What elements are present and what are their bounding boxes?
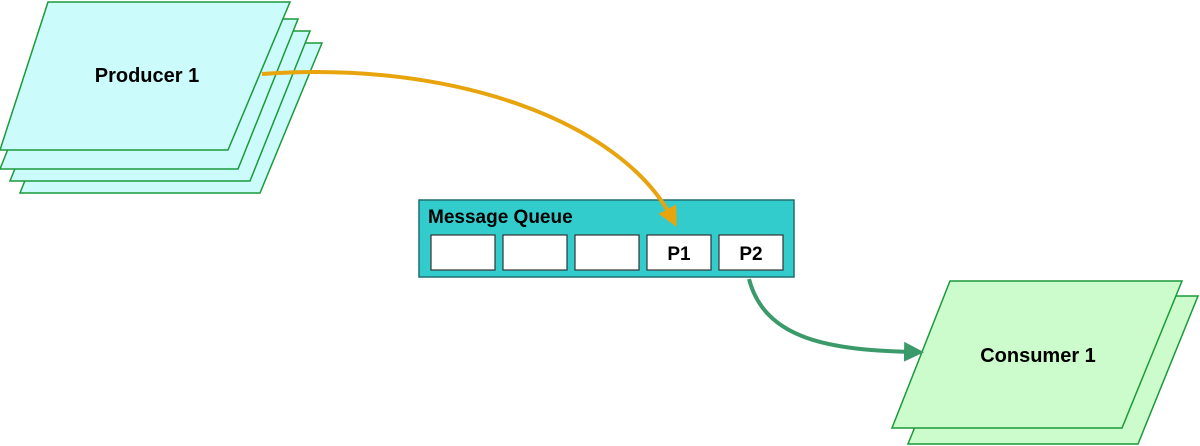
consume-arrow	[747, 278, 924, 362]
producer-stack: Producer 1	[0, 1, 324, 194]
queue-title: Message Queue	[428, 207, 573, 228]
queue-slot	[574, 234, 640, 271]
queue-slot-label: P1	[667, 244, 691, 265]
consumer-layer-1	[890, 280, 1184, 429]
queue-slot	[502, 234, 568, 271]
queue-slot	[646, 234, 712, 271]
producer-layer-1	[0, 1, 292, 151]
queue-slot	[430, 234, 496, 271]
message-queue: Message Queue P1 P2	[418, 199, 795, 278]
consumer-stack: Consumer 1	[890, 280, 1200, 445]
produce-arrow	[261, 69, 677, 227]
queue-slot	[718, 234, 784, 271]
queue-slot-label: P2	[739, 244, 762, 265]
producer-label: Producer 1	[95, 65, 199, 87]
consumer-label: Consumer 1	[980, 345, 1096, 367]
